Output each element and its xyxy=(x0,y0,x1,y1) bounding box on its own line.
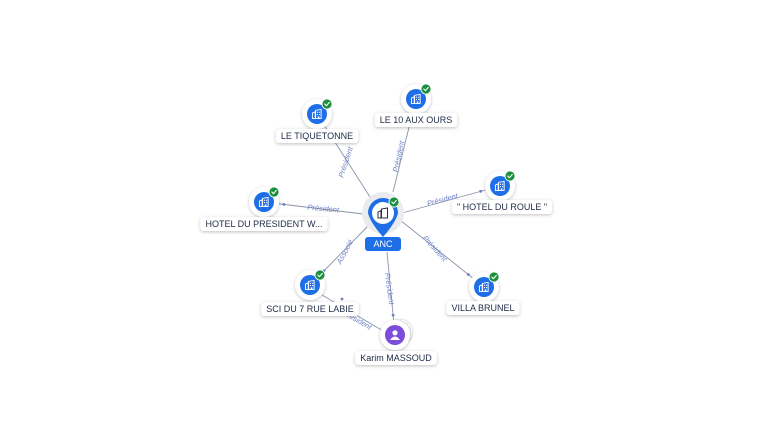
node-label: SCI DU 7 RUE LABIE xyxy=(266,304,354,314)
verified-check-icon xyxy=(268,186,280,198)
verified-check-icon xyxy=(420,83,432,95)
node-label-group: SCI DU 7 RUE LABIE xyxy=(261,302,359,316)
node-label: LE TIQUETONNE xyxy=(281,131,353,141)
verified-check-icon xyxy=(504,170,516,182)
edge-arrow xyxy=(466,273,470,276)
node-label-group: " HOTEL DU ROULE " xyxy=(451,200,553,214)
node-hotelpres[interactable]: HOTEL DU PRESIDENT W... xyxy=(200,186,328,232)
edge-line xyxy=(401,185,501,214)
node-label: HOTEL DU PRESIDENT W... xyxy=(205,219,322,229)
node-label: VILLA BRUNEL xyxy=(451,303,514,313)
node-roule[interactable]: " HOTEL DU ROULE " xyxy=(451,170,553,215)
label-background xyxy=(275,129,359,143)
center-label: ANC xyxy=(373,239,393,249)
edge-line xyxy=(316,113,371,198)
edge-arrow xyxy=(282,203,286,206)
node-label-group: LE 10 AUX OURS xyxy=(374,113,458,127)
label-background xyxy=(261,302,359,316)
nodes-layer: LE TIQUETONNE LE 10 AUX OURS " HOTEL DU RO… xyxy=(200,83,553,365)
node-label-group: VILLA BRUNEL xyxy=(446,301,520,315)
verified-check-icon xyxy=(388,196,400,208)
node-label-group: Karim MASSOUD xyxy=(355,351,437,365)
edge-arrow xyxy=(391,313,395,317)
node-villa[interactable]: VILLA BRUNEL xyxy=(446,271,520,316)
node-label: LE 10 AUX OURS xyxy=(380,115,453,125)
node-karim[interactable]: Karim MASSOUD xyxy=(355,318,437,365)
label-background xyxy=(200,217,328,231)
label-background xyxy=(355,351,437,365)
person-icon xyxy=(390,330,400,340)
edge-line xyxy=(263,201,364,215)
node-label: " HOTEL DU ROULE " xyxy=(457,202,547,212)
edge-arrow xyxy=(340,297,344,301)
label-background xyxy=(374,113,458,127)
node-auxours[interactable]: LE 10 AUX OURS xyxy=(374,83,458,128)
node-label: Karim MASSOUD xyxy=(360,353,432,363)
label-background xyxy=(446,301,520,315)
edge-label: Président xyxy=(307,203,340,215)
edge-label: Président xyxy=(391,139,407,173)
edge-label: Président xyxy=(336,145,355,179)
node-sci[interactable]: SCI DU 7 RUE LABIE xyxy=(261,269,359,317)
verified-check-icon xyxy=(488,271,500,283)
verified-check-icon xyxy=(314,269,326,281)
edge-villa: Président xyxy=(399,219,485,288)
edge-arrow xyxy=(479,189,483,193)
verified-check-icon xyxy=(321,98,333,110)
edge-hotelpres: Président xyxy=(263,201,364,215)
node-tiquetonne[interactable]: LE TIQUETONNE xyxy=(275,98,359,144)
edge-line xyxy=(399,219,485,288)
node-label-group: LE TIQUETONNE xyxy=(275,129,359,143)
edge-label: Président xyxy=(421,234,450,264)
edge-label: Président xyxy=(383,272,396,306)
center-node-anc[interactable]: ANC xyxy=(362,192,404,251)
center-building-icon xyxy=(377,207,388,219)
edge-label: Associé xyxy=(334,238,355,266)
label-background xyxy=(451,200,553,214)
node-label-group: HOTEL DU PRESIDENT W... xyxy=(200,217,328,231)
center-label-pill: ANC xyxy=(365,237,401,251)
